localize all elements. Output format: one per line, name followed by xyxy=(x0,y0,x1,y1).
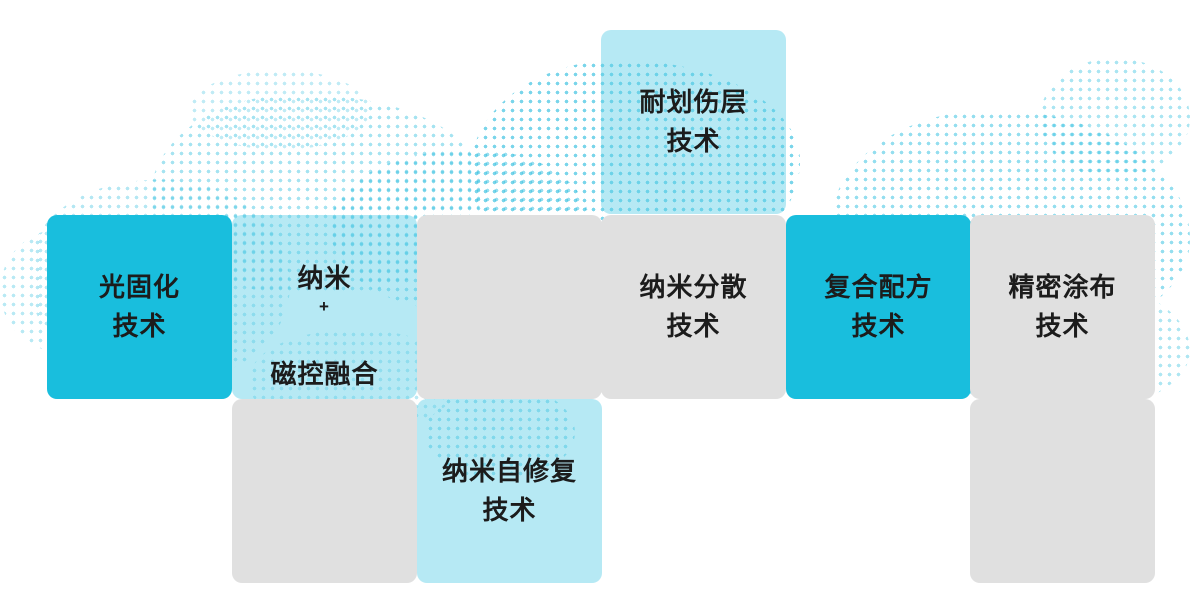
tile-empty-bottom-left xyxy=(232,399,417,583)
tile-label: 纳米自修复 技术 xyxy=(441,456,577,525)
tile-empty-bottom-right xyxy=(970,399,1155,583)
tile-label: 纳米 + 磁控融合 xyxy=(270,220,378,395)
tile-precision-coating-technology: 精密涂布 技术 xyxy=(970,215,1155,399)
map-dots-patch xyxy=(190,70,370,150)
tile-nano-magnetron-fusion: 纳米 + 磁控融合 xyxy=(232,215,417,399)
tile-label-line2: 磁控融合 xyxy=(270,359,379,390)
plus-sign: + xyxy=(319,296,330,316)
tile-nano-self-repair-technology: 纳米自修复 技术 xyxy=(417,399,602,583)
map-dots-patch xyxy=(1040,58,1190,178)
tile-label: 耐划伤层 技术 xyxy=(639,87,748,156)
tile-label: 光固化 技术 xyxy=(98,272,180,341)
tile-label: 精密涂布 技术 xyxy=(1008,272,1117,341)
tile-nano-dispersion-technology: 纳米分散 技术 xyxy=(601,215,786,399)
tile-label: 纳米分散 技术 xyxy=(639,272,748,341)
tile-label: 复合配方 技术 xyxy=(824,272,933,341)
tile-light-curing-technology: 光固化 技术 xyxy=(47,215,232,399)
tile-empty-middle xyxy=(417,215,602,399)
tile-composite-formula-technology: 复合配方 技术 xyxy=(786,215,971,399)
tile-scratch-resistant-technology: 耐划伤层 技术 xyxy=(601,30,786,214)
tile-label-line1: 纳米 xyxy=(297,262,352,293)
